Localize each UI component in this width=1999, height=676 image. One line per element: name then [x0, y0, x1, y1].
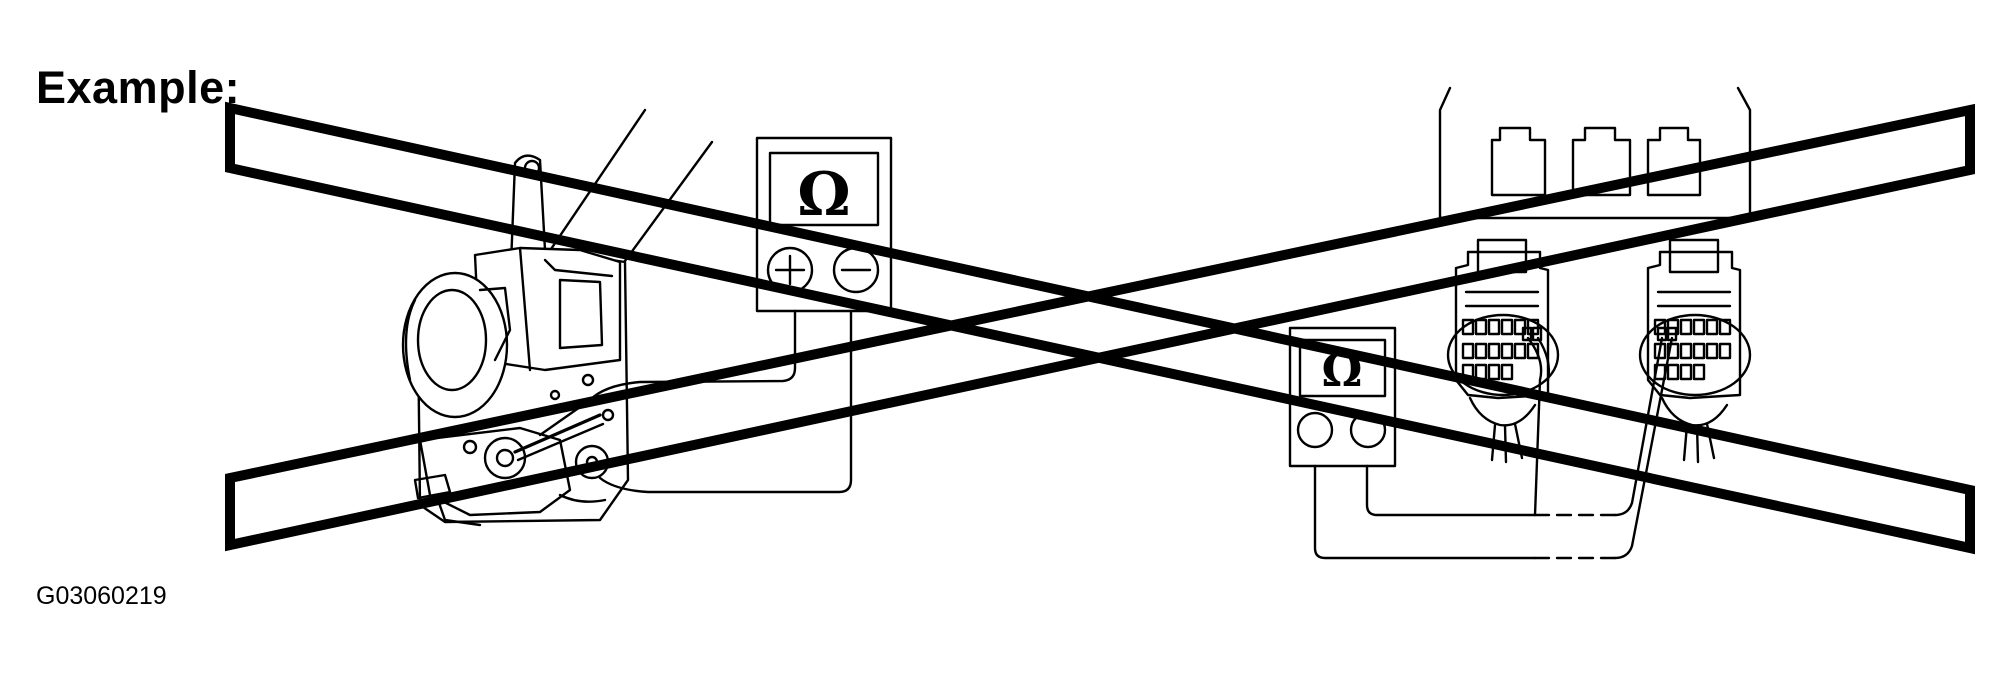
relay-block [1438, 86, 1752, 220]
left-probe-leads [538, 309, 853, 494]
actuator-assembly [401, 108, 714, 527]
right-probe-leads [1313, 326, 1678, 560]
ohmmeter-icon: Ω [797, 160, 850, 230]
connector-b-pins [1653, 318, 1732, 381]
cross-out-mark [225, 101, 1975, 555]
connector-b [1638, 238, 1752, 464]
example-heading: Example: [36, 62, 241, 113]
figure-code: G03060219 [36, 582, 167, 610]
